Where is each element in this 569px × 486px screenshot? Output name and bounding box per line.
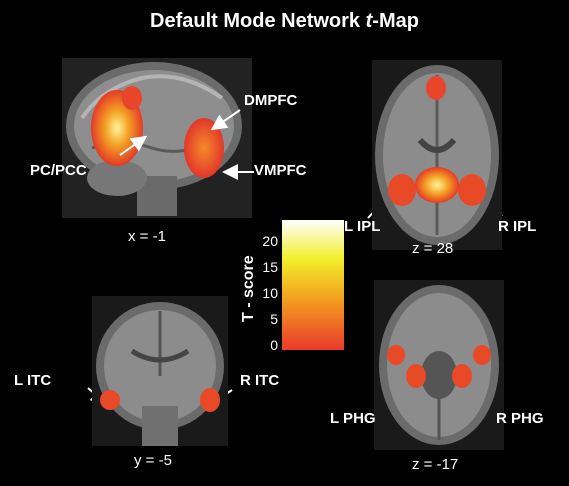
axial-bottom-panel: L PHG R PHG: [330, 280, 544, 450]
title-italic: t: [365, 10, 373, 32]
sagittal-panel: DMPFC PC/PCC VMPFC: [30, 58, 307, 218]
label-vmpfc: VMPFC: [254, 162, 307, 179]
colorbar-tick: 20: [262, 233, 278, 249]
coord-axial-top: z = 28: [412, 240, 454, 257]
figure-title: Default Mode Network t-Map: [0, 10, 569, 33]
axial-top-panel: L IPL R IPL: [344, 60, 536, 250]
coord-sagittal: x = -1: [128, 228, 166, 245]
label-r-itc: R ITC: [240, 372, 280, 389]
colorbar-tick: 0: [270, 337, 278, 353]
title-end: -Map: [372, 10, 419, 32]
label-l-ipl: L IPL: [344, 218, 381, 235]
sagittal-brain-image: [62, 58, 252, 218]
label-r-ipl: R IPL: [498, 218, 537, 235]
colorbar-label: T - score: [240, 255, 257, 322]
label-l-phg: L PHG: [330, 410, 376, 427]
coord-axial-bottom: z = -17: [412, 456, 459, 473]
axial-top-brain-image: [372, 60, 502, 250]
coronal-panel: L ITC R ITC: [14, 296, 279, 446]
label-r-phg: R PHG: [496, 410, 544, 427]
coronal-brain-image: [92, 296, 228, 446]
label-dmpfc: DMPFC: [244, 92, 298, 109]
coord-coronal: y = -5: [134, 452, 172, 469]
colorbar-tick: 10: [262, 285, 278, 301]
colorbar-tick: 5: [270, 311, 278, 327]
colorbar: [282, 220, 344, 350]
colorbar-gradient: [282, 220, 344, 350]
colorbar-tick: 15: [262, 259, 278, 275]
label-pc-pcc: PC/PCC: [30, 162, 87, 179]
axial-bottom-brain-image: [374, 280, 504, 450]
title-main: Default Mode Network: [150, 10, 366, 32]
label-l-itc: L ITC: [14, 372, 52, 389]
